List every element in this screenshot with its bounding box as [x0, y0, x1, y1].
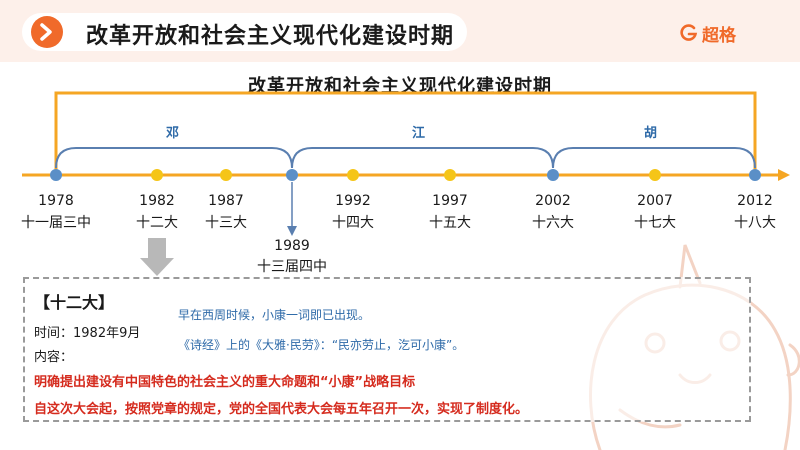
leader-bracket-deng — [55, 147, 293, 169]
pointer-1989-arrow-icon — [287, 226, 297, 236]
side-note-1: 早在西周时候，小康一词即已出现。 — [178, 308, 371, 322]
session-label: 十八大 — [734, 215, 776, 231]
year-label: 1992 — [335, 193, 371, 209]
year-label: 1997 — [432, 193, 468, 209]
node-1997 — [444, 169, 456, 181]
node-1989 — [286, 169, 298, 181]
year-label: 1978 — [38, 193, 74, 209]
node-2007 — [649, 169, 661, 181]
detail-highlight-1: 明确提出建设有中国特色的社会主义的重大命题和“小康”战略目标 — [34, 375, 416, 390]
node-1978 — [50, 169, 62, 181]
brand-g-icon — [680, 24, 698, 41]
year-label: 2002 — [535, 193, 571, 209]
detail-time: 时间：1982年9月 — [34, 326, 141, 341]
session-label: 十三大 — [205, 215, 247, 231]
detail-highlight-2: 自这次大会起，按照党章的规定，党的全国代表大会每五年召开一次，实现了制度化。 — [34, 402, 529, 417]
node-2012 — [749, 169, 761, 181]
period-bracket — [54, 91, 757, 175]
node-1982 — [151, 169, 163, 181]
callout-arrow-stem — [148, 238, 166, 260]
leader-jiang: 江 — [412, 126, 426, 141]
leader-bracket-hu — [552, 147, 756, 169]
brand-logo: 超格 — [680, 20, 770, 46]
session-label-1989: 十三届四中 — [257, 259, 327, 275]
side-note-2: 《诗经》上的《大雅·民劳》：“民亦劳止，汔可小康”。 — [178, 338, 465, 352]
detail-panel — [23, 277, 751, 422]
node-1992 — [347, 169, 359, 181]
node-1987 — [220, 169, 232, 181]
session-label: 十一届三中 — [21, 215, 91, 231]
year-label-1989: 1989 — [274, 238, 310, 254]
leader-bracket-jiang — [291, 147, 554, 169]
session-label: 十四大 — [332, 215, 374, 231]
session-label: 十五大 — [429, 215, 471, 231]
detail-heading: 【十二大】 — [34, 293, 115, 312]
node-2002 — [547, 169, 559, 181]
session-label: 十二大 — [136, 215, 178, 231]
year-label: 1982 — [139, 193, 175, 209]
year-label: 2007 — [637, 193, 673, 209]
timeline-arrow-icon — [778, 169, 790, 181]
session-label: 十六大 — [532, 215, 574, 231]
year-label: 2012 — [737, 193, 773, 209]
callout-arrow-icon — [140, 258, 174, 276]
year-label: 1987 — [208, 193, 244, 209]
title-bar — [22, 13, 467, 51]
detail-content-label: 内容： — [34, 350, 74, 365]
leader-deng: 邓 — [166, 126, 180, 141]
page-title: 改革开放和社会主义现代化建设时期 — [86, 24, 455, 49]
play-icon[interactable] — [31, 16, 63, 48]
brand-name: 超格 — [702, 25, 736, 46]
leader-hu: 胡 — [644, 126, 658, 141]
session-label: 十七大 — [634, 215, 676, 231]
